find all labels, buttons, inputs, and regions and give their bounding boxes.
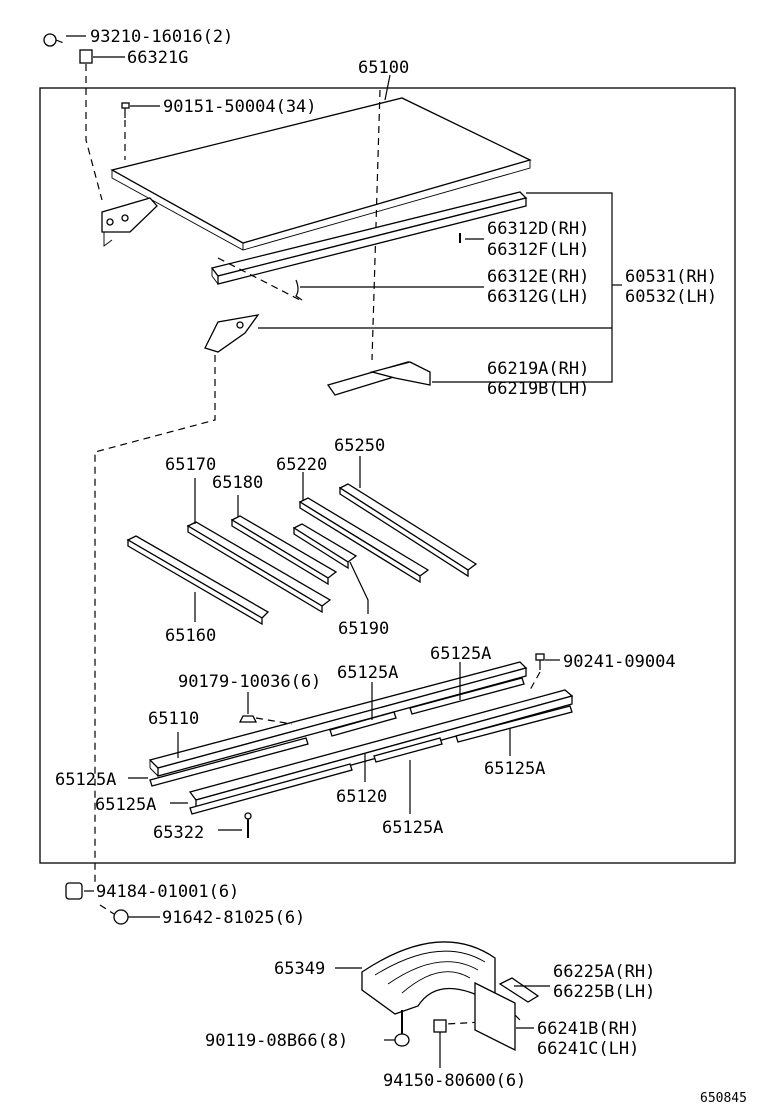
label-65190: 65190 xyxy=(338,619,389,639)
label-65250: 65250 xyxy=(334,436,385,456)
label-66312E: 66312E(RH) xyxy=(487,267,589,287)
label-90119: 90119-08B66(8) xyxy=(205,1031,348,1051)
label-65322: 65322 xyxy=(153,823,204,843)
crossmember-65160-icon xyxy=(126,535,270,626)
bolt-91642-icon xyxy=(99,904,129,925)
label-65110: 65110 xyxy=(148,709,199,729)
label-assembly-65100: 65100 xyxy=(358,58,409,78)
crossmember-65180-icon xyxy=(230,515,338,586)
label-66321G: 66321G xyxy=(127,48,188,68)
label-94184: 94184-01001(6) xyxy=(96,882,239,902)
label-65125A-left2: 65125A xyxy=(95,795,156,815)
side-rail-icon xyxy=(210,191,528,285)
crossmember-65220-icon xyxy=(298,497,430,584)
label-90151: 90151-50004(34) xyxy=(163,97,317,117)
label-66219B: 66219B(LH) xyxy=(487,379,589,399)
bolt-90119-icon xyxy=(394,1010,410,1047)
hinge-bracket-icon xyxy=(101,197,158,247)
strip-65125A-3 xyxy=(329,711,397,737)
label-60531: 60531(RH) xyxy=(625,267,717,287)
label-65125A-bottom: 65125A xyxy=(382,818,443,838)
bearer-65110-icon xyxy=(148,661,528,777)
crossmember-65250-icon xyxy=(338,483,478,578)
drawing-number: 650845 xyxy=(700,1091,747,1106)
label-66219A: 66219A(RH) xyxy=(487,359,589,379)
label-60532: 60532(LH) xyxy=(625,287,717,307)
bolt-90241-icon xyxy=(535,653,545,670)
mudguard-65349-icon xyxy=(361,941,496,1015)
brace-66219A-icon xyxy=(326,361,431,396)
crossmember-65170-icon xyxy=(186,521,332,614)
label-90179: 90179-10036(6) xyxy=(178,672,321,692)
label-65220: 65220 xyxy=(276,455,327,475)
label-66225B: 66225B(LH) xyxy=(553,982,655,1002)
label-66241B: 66241B(RH) xyxy=(537,1019,639,1039)
pin-65322-icon xyxy=(244,812,252,838)
clip-66312E-icon xyxy=(295,279,303,301)
crossmember-65190-icon xyxy=(292,523,358,570)
strip-65125A-2 xyxy=(189,763,353,815)
strip-65125A-5 xyxy=(373,737,443,763)
label-94150: 94150-80600(6) xyxy=(383,1071,526,1091)
label-91642: 91642-81025(6) xyxy=(162,908,305,928)
strip-65125A-6 xyxy=(455,705,573,743)
strip-65125A-4 xyxy=(409,677,525,715)
mudflap-66241B-icon xyxy=(474,981,516,1052)
label-65125A-left1: 65125A xyxy=(55,770,116,790)
label-66225A: 66225A(RH) xyxy=(553,962,655,982)
label-90241: 90241-09004 xyxy=(563,652,676,672)
label-66312G: 66312G(LH) xyxy=(487,287,589,307)
corner-bracket-icon xyxy=(204,314,260,353)
strip-65125A-1 xyxy=(149,737,309,787)
bushing-94184-icon xyxy=(65,882,83,900)
nut-90179-icon xyxy=(238,715,293,725)
label-65120: 65120 xyxy=(336,787,387,807)
bolt-93210-icon xyxy=(43,33,67,47)
label-93210: 93210-16016(2) xyxy=(90,27,233,47)
label-66312F: 66312F(LH) xyxy=(487,240,589,260)
nut-66321G-icon xyxy=(79,49,93,64)
label-65180: 65180 xyxy=(212,473,263,493)
label-65125A-top: 65125A xyxy=(430,644,491,664)
deck-panel-icon xyxy=(110,97,532,251)
nut-94150-icon xyxy=(433,1019,447,1033)
label-65125A-mid: 65125A xyxy=(337,663,398,683)
label-66312D: 66312D(RH) xyxy=(487,219,589,239)
label-65125A-right: 65125A xyxy=(484,759,545,779)
screw-90151-icon xyxy=(121,102,130,118)
label-65170: 65170 xyxy=(165,455,216,475)
label-66241C: 66241C(LH) xyxy=(537,1039,639,1059)
label-65160: 65160 xyxy=(165,626,216,646)
label-65349: 65349 xyxy=(274,959,325,979)
bracket-66225A-icon xyxy=(498,977,540,1003)
